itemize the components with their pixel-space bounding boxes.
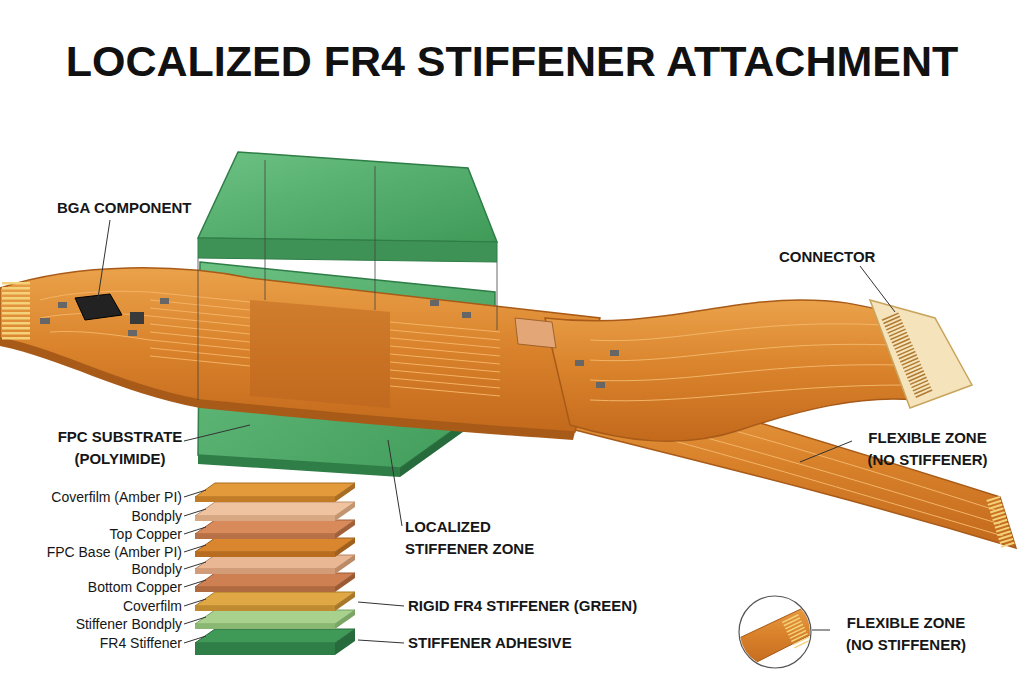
connector-body: [870, 300, 972, 408]
inset-detail: [735, 600, 830, 668]
layer-side: [195, 497, 335, 502]
layer-label: Bondply: [22, 560, 182, 578]
ic-chip: [515, 318, 556, 348]
layer-side: [335, 555, 355, 574]
layer-label: Coverfilm: [22, 597, 182, 615]
layer-side: [335, 610, 355, 629]
diagram-title: LOCALIZED FR4 STIFFENER ATTACHMENT: [0, 36, 1024, 86]
stiffener-block-top: [198, 152, 497, 242]
layer-label: FR4 Stiffener: [22, 634, 182, 652]
gold-finger: [2, 282, 30, 340]
smd-component: [40, 318, 50, 324]
layer-plate: [195, 592, 355, 611]
layer-label: Top Copper: [22, 525, 182, 543]
callout-label: FLEXIBLE ZONE (NO STIFFENER): [855, 427, 1000, 471]
smd-component: [596, 382, 605, 388]
layer-side: [335, 592, 355, 611]
layer-side: [335, 502, 355, 521]
layer-plate: [195, 483, 355, 502]
layer-side: [195, 534, 335, 539]
layer-side: [195, 587, 335, 592]
gold-finger: [993, 498, 1008, 546]
layer-plate: [195, 520, 355, 539]
layer-side: [195, 606, 335, 611]
layer-top: [195, 502, 355, 516]
layer-top: [195, 483, 355, 497]
callout-label: LOCALIZED STIFFENER ZONE: [405, 516, 540, 560]
layer-side: [195, 516, 335, 521]
callout-label: FPC SUBSTRATE (POLYIMIDE): [55, 426, 185, 470]
flex-branch-upper: [545, 300, 915, 441]
layer-label: Stiffener Bondply: [22, 615, 182, 633]
leader-line: [358, 602, 404, 606]
layer-top: [195, 573, 355, 587]
smd-component: [575, 360, 584, 366]
layer-plate: [195, 629, 355, 655]
layer-plate: [195, 538, 355, 557]
layer-side: [335, 573, 355, 592]
leader-line: [184, 425, 250, 441]
callout-label: RIGID FR4 STIFFENER (GREEN): [408, 596, 668, 616]
gold-finger: [790, 618, 803, 645]
leader-line: [860, 266, 895, 312]
callout-label: BGA COMPONENT: [57, 198, 227, 218]
layer-label: Bottom Copper: [22, 578, 182, 596]
fr4-stiffener-edge: [198, 455, 400, 477]
layer-side: [195, 569, 335, 574]
layer-top: [195, 520, 355, 534]
layer-top: [195, 629, 355, 643]
projection-line: [198, 160, 497, 400]
layer-plate: [195, 555, 355, 574]
layer-top: [195, 538, 355, 552]
leader-line: [184, 490, 206, 643]
smd-component: [130, 312, 144, 324]
smd-component: [462, 312, 471, 318]
layer-top: [195, 592, 355, 606]
leader-line: [388, 440, 402, 526]
layer-plate: [195, 573, 355, 592]
leader-line: [800, 441, 852, 462]
stiffener-zone-overlay: [250, 300, 390, 408]
layer-side: [195, 624, 335, 629]
layer-top: [195, 555, 355, 569]
layer-top: [195, 610, 355, 624]
flex-trace: [40, 291, 500, 396]
inset-strip: [735, 600, 830, 668]
layer-side: [195, 643, 335, 655]
smd-component: [610, 350, 619, 356]
callout-label: FLEXIBLE ZONE (NO STIFFENER): [832, 612, 980, 656]
smd-component: [128, 330, 137, 336]
layer-side: [335, 629, 355, 655]
layer-side: [195, 552, 335, 557]
callout-label: CONNECTOR: [779, 246, 899, 268]
layer-label: FPC Base (Amber PI): [22, 543, 182, 561]
leader-line: [812, 630, 830, 631]
layer-side: [335, 483, 355, 502]
layer-side: [335, 520, 355, 539]
layer-plate: [195, 502, 355, 521]
stiffener-block-side: [198, 238, 497, 262]
smd-component: [58, 302, 67, 308]
smd-component: [160, 298, 169, 304]
connector-pins: [890, 316, 925, 396]
smd-component: [430, 300, 439, 306]
leader-line: [98, 220, 110, 298]
layer-label: Coverfilm (Amber PI): [22, 488, 182, 506]
callout-label: STIFFENER ADHESIVE: [408, 633, 628, 653]
fpc-substrate: [0, 268, 600, 432]
flex-trace: [590, 324, 906, 401]
leader-lines: [98, 220, 895, 643]
layer-side: [335, 538, 355, 557]
layer-plate: [195, 610, 355, 629]
leader-line: [358, 640, 404, 643]
layer-label: Bondply: [22, 507, 182, 525]
